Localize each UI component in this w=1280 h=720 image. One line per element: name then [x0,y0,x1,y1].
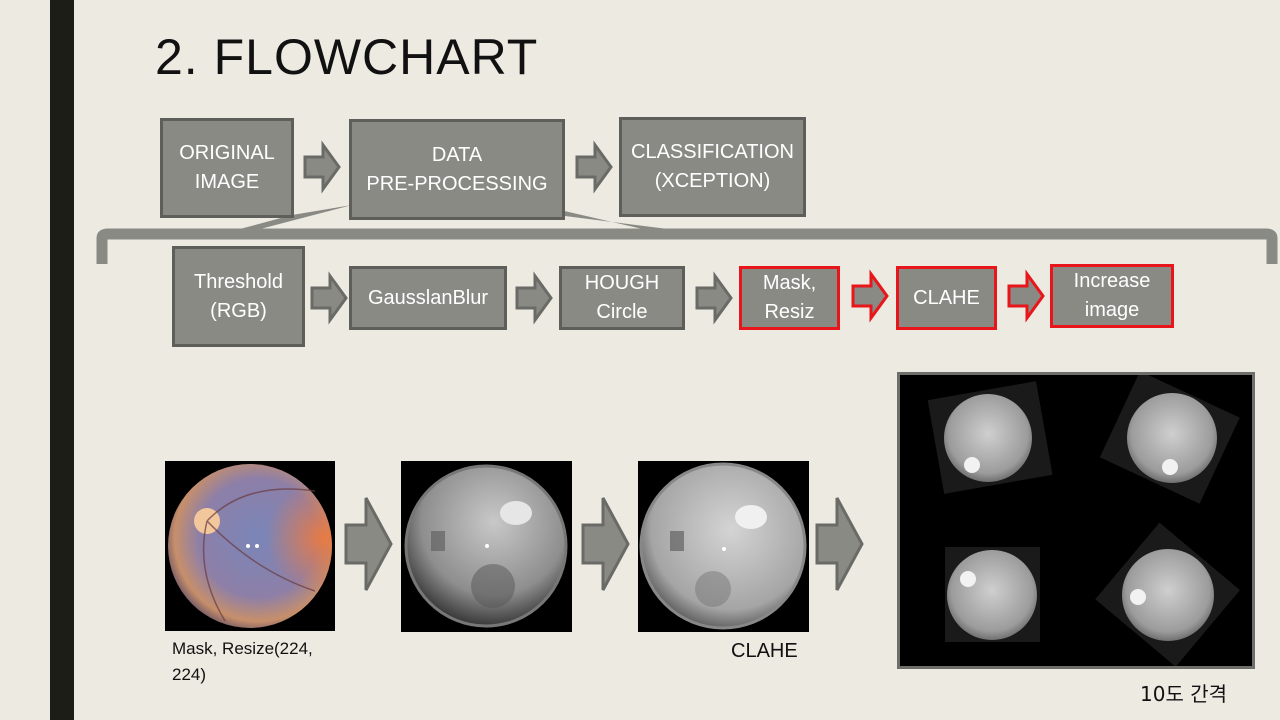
box-classification: CLASSIFICATION (XCEPTION) [619,117,806,217]
arrow-clahe-increase [1007,272,1045,320]
left-accent-bar [50,0,74,720]
arrow-original-preproc [303,143,341,191]
step-increase-image: Increase image [1050,264,1174,328]
augmented-image-4 [1095,522,1240,667]
caption-rotation-interval: 10도 간격 [1140,682,1228,706]
augmented-image-2 [1099,371,1240,504]
step-clahe: CLAHE [896,266,997,330]
arrow-threshold-gaussian [310,274,348,322]
arrow-photo-1 [344,497,393,591]
augmented-images-panel [897,371,1255,669]
fundus-gaussian-image [401,461,572,632]
augmented-image-3 [945,547,1040,642]
arrow-gaussian-hough [515,274,553,322]
augmented-image-1 [927,381,1053,494]
step-mask-resize: Mask, Resiz [739,266,840,330]
fundus-clahe-image [638,461,809,632]
box-original-image: ORIGINAL IMAGE [160,118,294,218]
arrow-preproc-classify [575,143,613,191]
page-title: 2. FLOWCHART [155,29,539,85]
caption-mask-resize: Mask, Resize(224, 224) [172,639,313,684]
step-threshold: Threshold (RGB) [172,246,305,347]
arrow-hough-mask [695,274,733,322]
caption-clahe: CLAHE [731,640,798,662]
arrow-photo-3 [815,497,864,591]
arrow-mask-clahe [851,272,889,320]
step-hough-circle: HOUGH Circle [559,266,685,330]
funnel-left [225,205,352,233]
box-data-preprocessing: DATA PRE-PROCESSING [349,119,565,220]
fundus-original-image [165,461,335,631]
bracket [96,228,1278,264]
arrow-photo-2 [581,497,630,591]
step-gaussian-blur: GausslanBlur [349,266,507,330]
